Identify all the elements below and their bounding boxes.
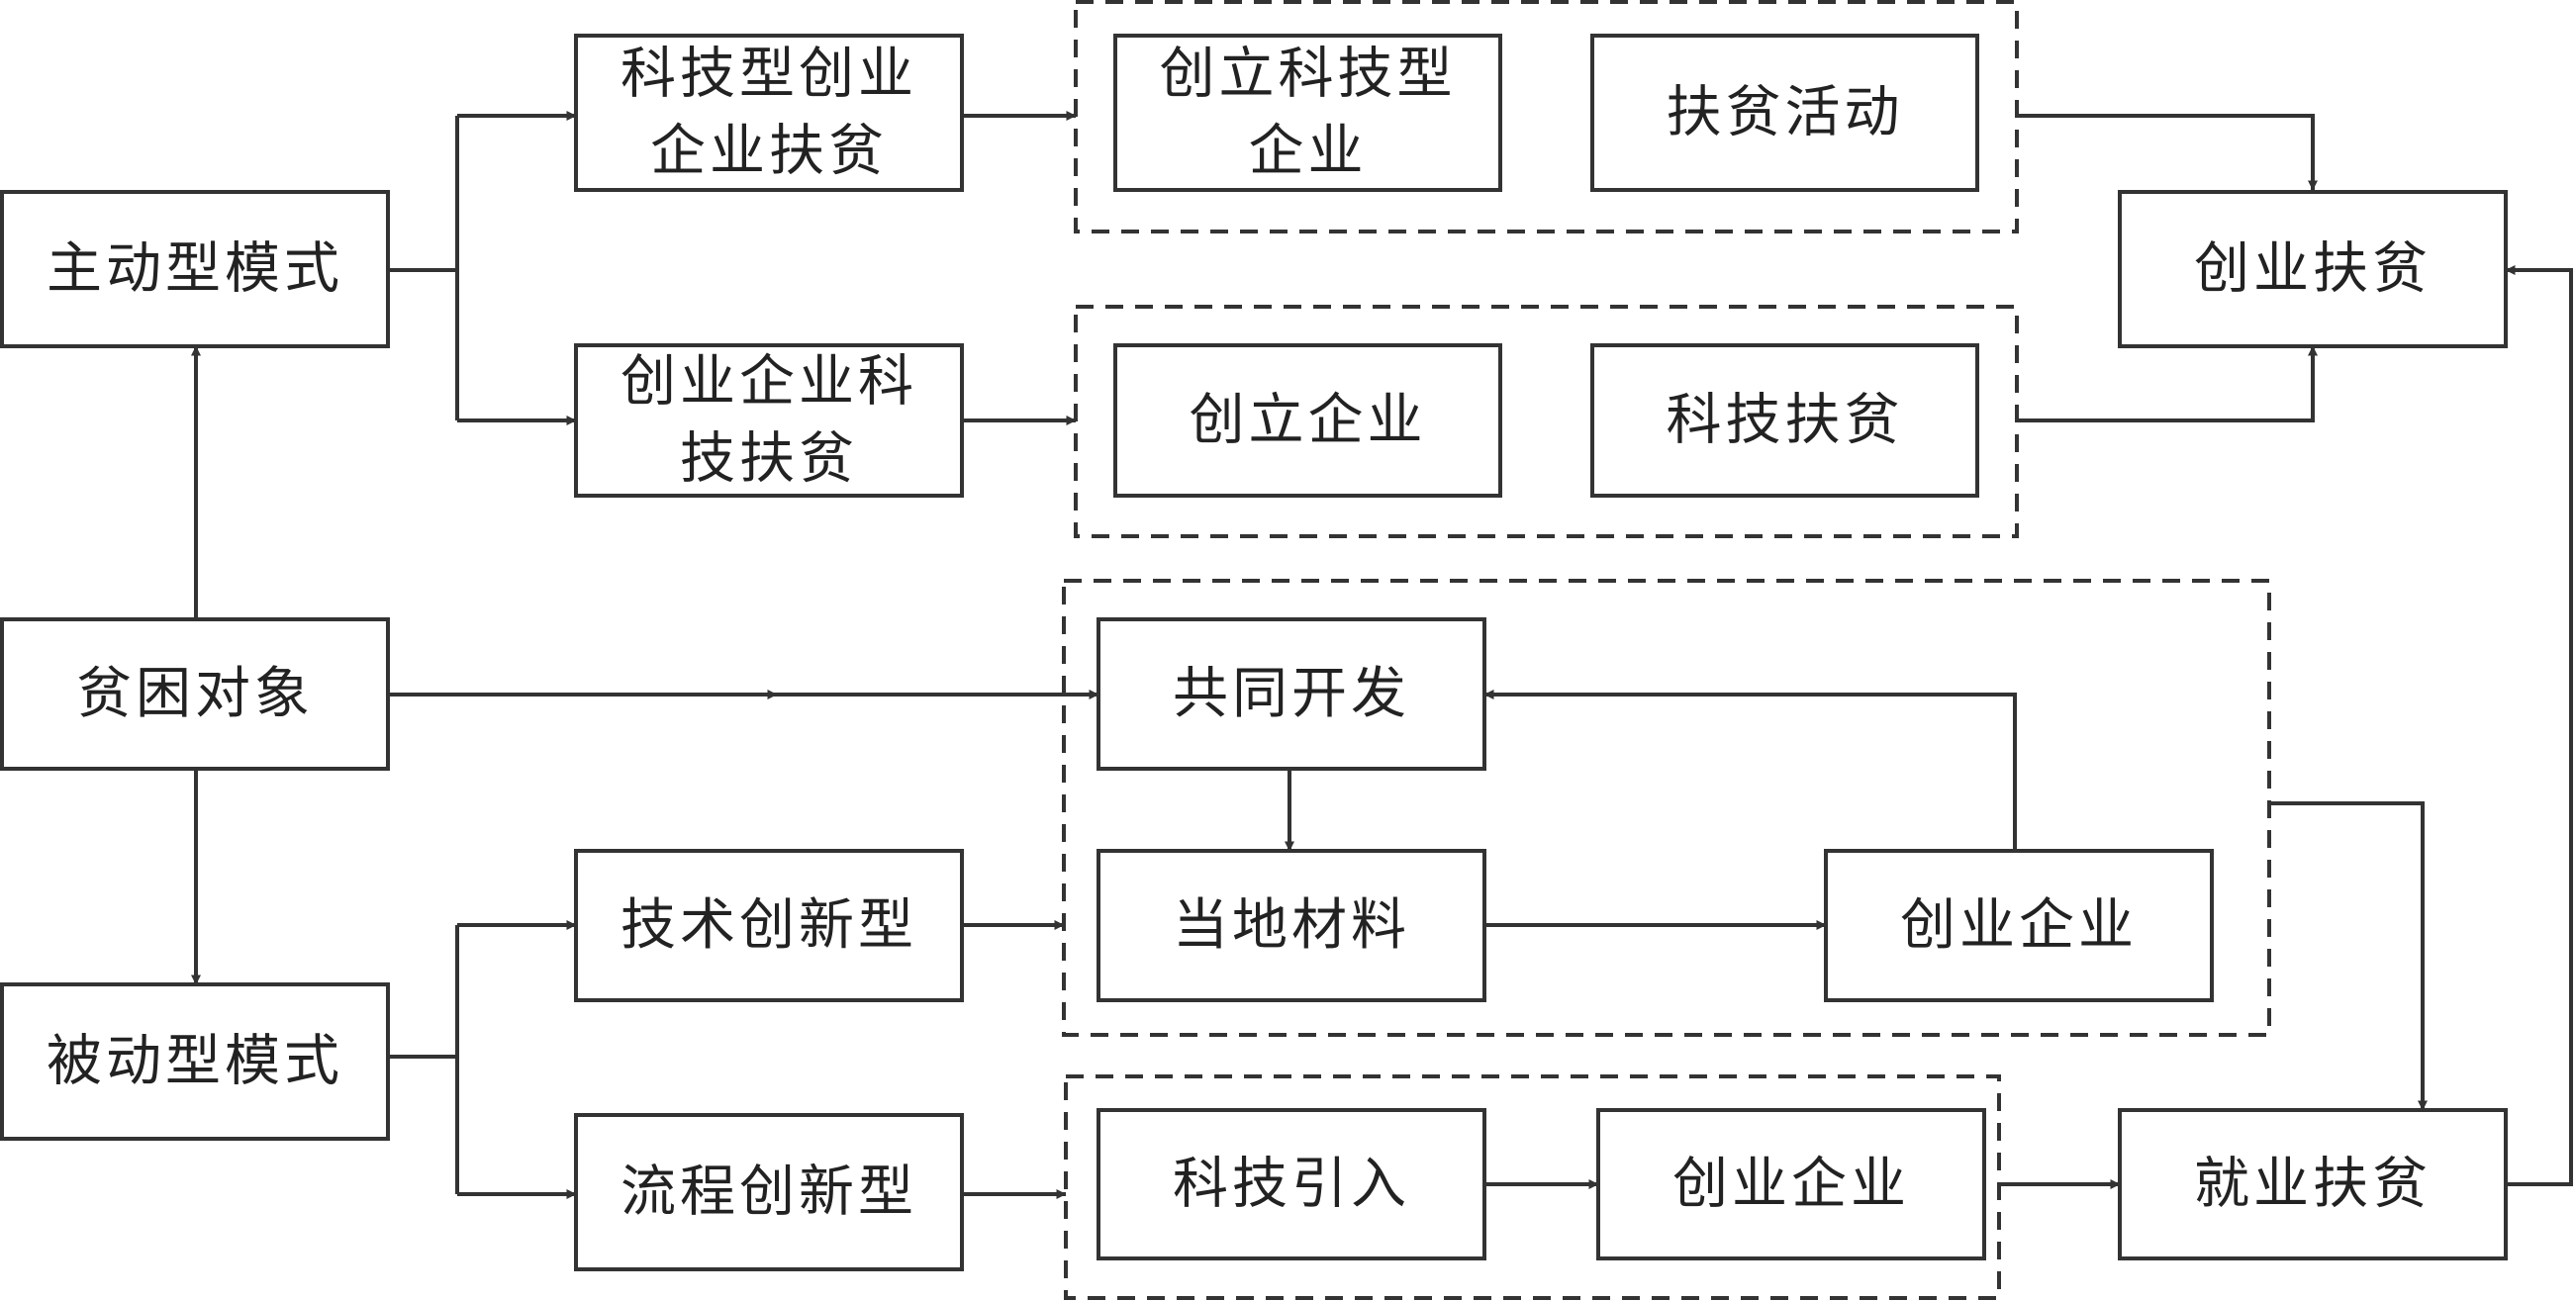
node-box <box>574 849 964 1002</box>
node-label: 主动型模式 <box>47 237 343 302</box>
node-label: 贫困对象 <box>76 662 314 726</box>
node-poor-people: 贫困对象 <box>0 617 390 771</box>
node-employment-poverty: 就业扶贫 <box>2118 1108 2508 1260</box>
node-box <box>1097 617 1486 771</box>
node-label: 技术创新型 <box>620 893 917 958</box>
node-label: 创业企业 <box>1672 1153 1910 1217</box>
node-box <box>0 190 390 348</box>
node-box <box>1596 1108 1986 1260</box>
node-box <box>1113 343 1502 498</box>
node-label: 科技扶贫 <box>1667 389 1904 453</box>
node-label: 科技型创业 <box>620 43 917 107</box>
node-found-enterprise: 创立企业 <box>1113 343 1502 498</box>
node-label: 当地材料 <box>1173 893 1410 958</box>
node-box <box>1590 34 1979 192</box>
node-label: 科技引入 <box>1173 1153 1410 1217</box>
node-label: 技扶贫 <box>680 427 858 492</box>
node-label: 企业 <box>1249 120 1368 184</box>
node-box <box>0 617 390 771</box>
group-tech-introduction <box>1064 1074 2001 1300</box>
node-box <box>574 34 964 192</box>
node-label: 创立企业 <box>1190 389 1427 453</box>
node-startup-enterprise-a: 创业企业 <box>1824 849 2214 1002</box>
node-box <box>1097 849 1486 1002</box>
node-box <box>1113 34 1502 192</box>
group-joint-development <box>1062 579 2271 1037</box>
node-box <box>2118 1108 2508 1260</box>
edge-group-to-entrepreneurship-bottom <box>2017 345 2318 422</box>
node-label: 企业扶贫 <box>650 120 888 184</box>
node-label: 被动型模式 <box>47 1030 343 1094</box>
node-local-materials: 当地材料 <box>1097 849 1486 1002</box>
node-box <box>574 1113 964 1271</box>
edge-startup-to-joint <box>1483 690 2017 851</box>
node-poverty-activity: 扶贫活动 <box>1590 34 1979 192</box>
node-label: 创业企业 <box>1900 893 2138 958</box>
node-box <box>0 982 390 1141</box>
node-label: 扶贫活动 <box>1667 81 1904 145</box>
edge-passive-split <box>388 925 459 1194</box>
edge-group-to-employment-top <box>2269 801 2428 1111</box>
node-entrepreneurship-poverty: 创业扶贫 <box>2118 190 2508 348</box>
node-label: 创立科技型 <box>1160 43 1457 107</box>
node-label: 共同开发 <box>1173 662 1410 726</box>
node-tech-poverty: 科技扶贫 <box>1590 343 1979 498</box>
node-box <box>1097 1108 1486 1260</box>
node-tech-innovation: 技术创新型 <box>574 849 964 1002</box>
node-box <box>574 343 964 498</box>
node-active-mode: 主动型模式 <box>0 190 390 348</box>
edge-group-to-entrepreneurship-top <box>2017 114 2318 191</box>
node-label: 就业扶贫 <box>2194 1153 2432 1217</box>
node-joint-development: 共同开发 <box>1097 617 1486 771</box>
node-box <box>2118 190 2508 348</box>
node-label: 创业企业科 <box>620 350 917 415</box>
node-box <box>1824 849 2214 1002</box>
node-startup-enterprise-b: 创业企业 <box>1596 1108 1986 1260</box>
node-tech-introduction: 科技引入 <box>1097 1108 1486 1260</box>
edge-active-split <box>388 116 459 420</box>
node-passive-mode: 被动型模式 <box>0 982 390 1141</box>
node-process-innovation: 流程创新型 <box>574 1113 964 1271</box>
node-box <box>1590 343 1979 498</box>
node-label: 流程创新型 <box>620 1161 917 1225</box>
edge-employment-to-entrepreneurship <box>2505 265 2573 1186</box>
node-label: 创业扶贫 <box>2194 237 2432 302</box>
